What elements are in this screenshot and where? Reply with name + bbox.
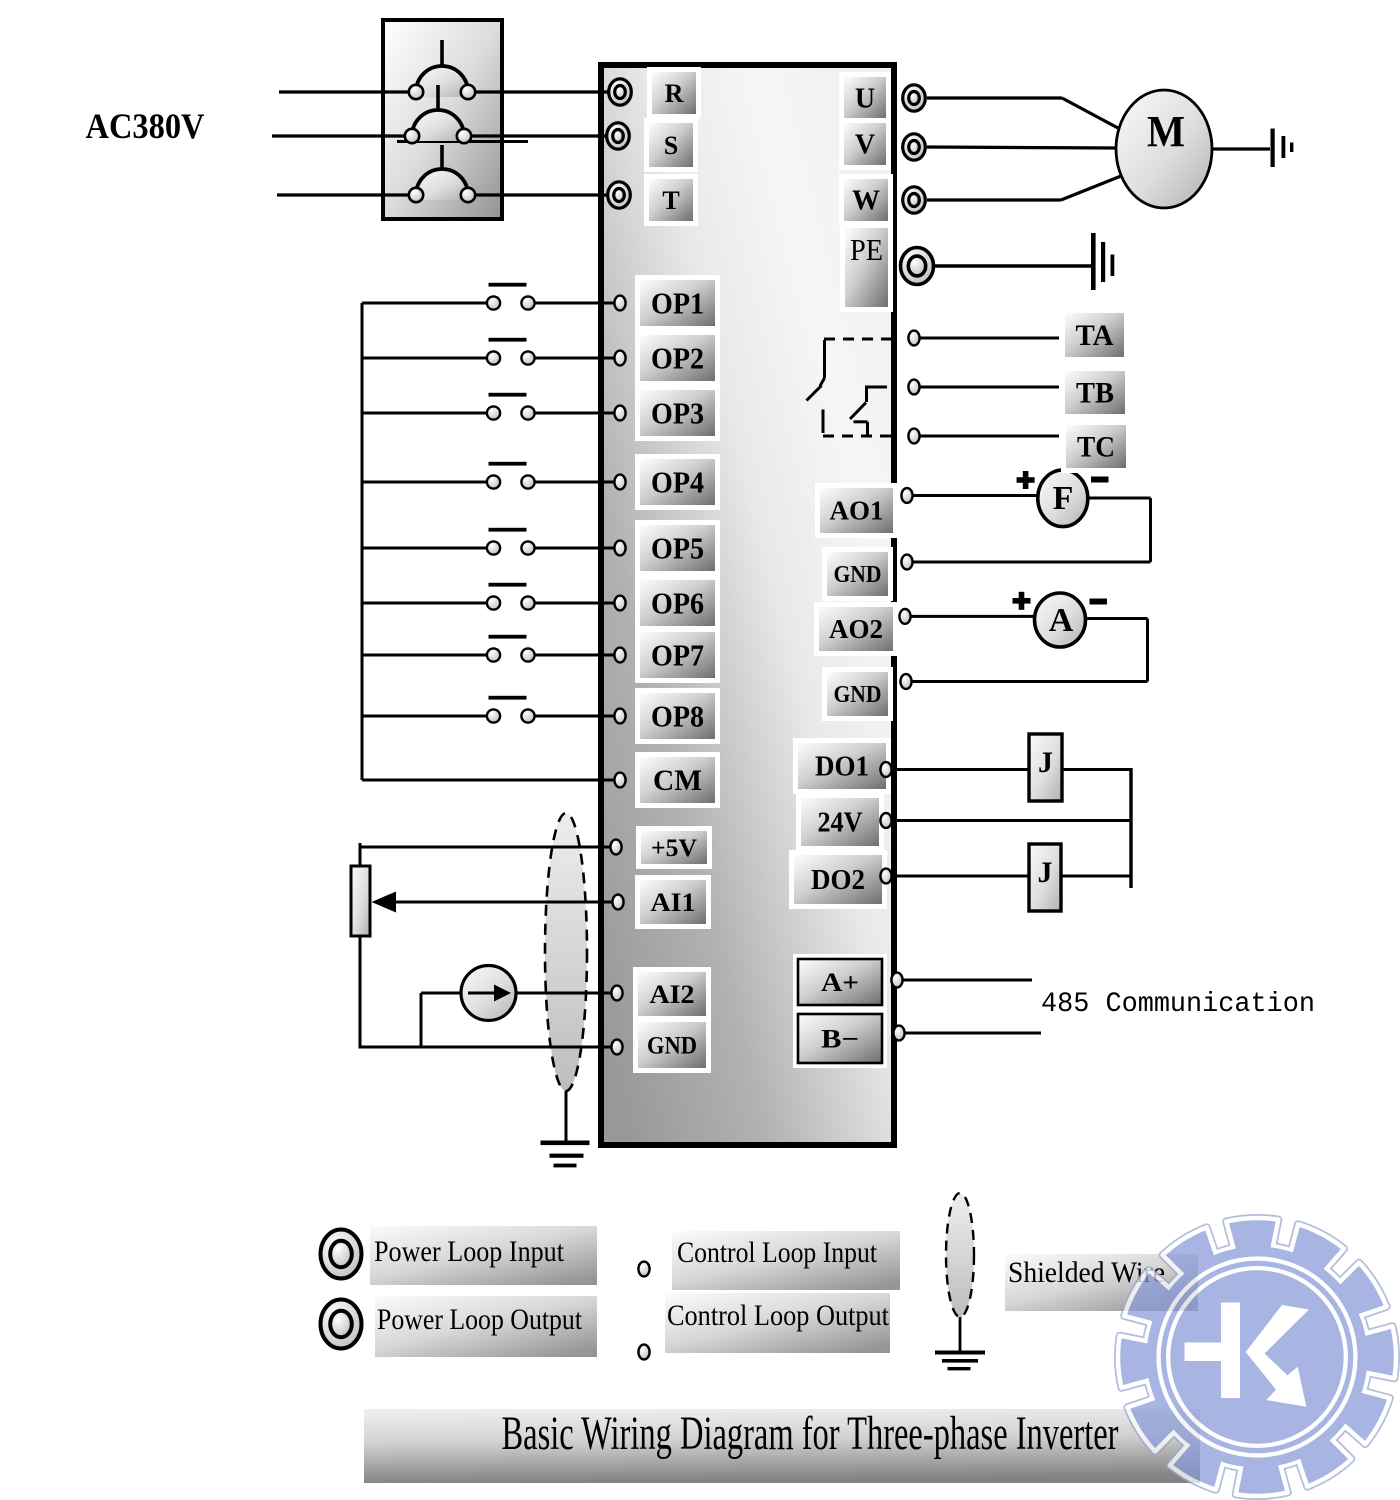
svg-text:J: J bbox=[1038, 856, 1053, 889]
svg-text:V: V bbox=[855, 130, 875, 161]
svg-text:24V: 24V bbox=[818, 808, 863, 839]
svg-text:DO2: DO2 bbox=[811, 865, 865, 896]
svg-text:+5V: +5V bbox=[651, 835, 697, 862]
svg-text:CM: CM bbox=[653, 764, 702, 797]
svg-text:T: T bbox=[662, 186, 679, 215]
svg-text:OP5: OP5 bbox=[651, 531, 704, 566]
svg-text:J: J bbox=[1038, 746, 1053, 779]
svg-text:PE: PE bbox=[850, 232, 883, 267]
svg-text:F: F bbox=[1053, 480, 1074, 517]
svg-text:OP7: OP7 bbox=[651, 638, 704, 673]
svg-text:Basic Wiring Diagram for Three: Basic Wiring Diagram for Three-phase Inv… bbox=[502, 1407, 1119, 1460]
svg-text:TA: TA bbox=[1076, 319, 1114, 352]
svg-text:OP4: OP4 bbox=[651, 465, 704, 500]
svg-text:OP6: OP6 bbox=[651, 586, 704, 621]
svg-text:TC: TC bbox=[1077, 431, 1115, 464]
svg-text:GND: GND bbox=[834, 682, 882, 708]
svg-text:R: R bbox=[665, 79, 684, 108]
svg-text:W: W bbox=[852, 186, 880, 217]
svg-text:A: A bbox=[1049, 602, 1074, 639]
svg-text:U: U bbox=[855, 84, 875, 115]
svg-text:485 Communication: 485 Communication bbox=[1041, 989, 1315, 1020]
svg-text:OP8: OP8 bbox=[651, 699, 704, 734]
svg-text:TB: TB bbox=[1076, 377, 1114, 410]
svg-text:AC380V: AC380V bbox=[86, 106, 205, 146]
svg-text:Control Loop Output: Control Loop Output bbox=[667, 1299, 890, 1332]
svg-text:S: S bbox=[664, 131, 678, 160]
svg-text:A+: A+ bbox=[821, 968, 859, 997]
svg-text:GND: GND bbox=[834, 562, 882, 588]
svg-text:AI1: AI1 bbox=[651, 888, 696, 917]
svg-text:Power Loop Input: Power Loop Input bbox=[374, 1235, 565, 1268]
svg-text:AO2: AO2 bbox=[829, 614, 883, 644]
svg-text:M: M bbox=[1147, 107, 1185, 156]
svg-text:OP2: OP2 bbox=[651, 341, 704, 376]
svg-text:OP1: OP1 bbox=[651, 286, 704, 321]
svg-text:B−: B− bbox=[821, 1024, 859, 1053]
svg-text:GND: GND bbox=[647, 1033, 697, 1060]
svg-text:DO1: DO1 bbox=[815, 752, 869, 783]
svg-text:AI2: AI2 bbox=[650, 980, 695, 1009]
svg-text:Control Loop Input: Control Loop Input bbox=[677, 1236, 878, 1269]
svg-text:AO1: AO1 bbox=[830, 496, 884, 526]
svg-text:Power Loop Output: Power Loop Output bbox=[377, 1303, 583, 1336]
svg-text:OP3: OP3 bbox=[651, 396, 704, 431]
